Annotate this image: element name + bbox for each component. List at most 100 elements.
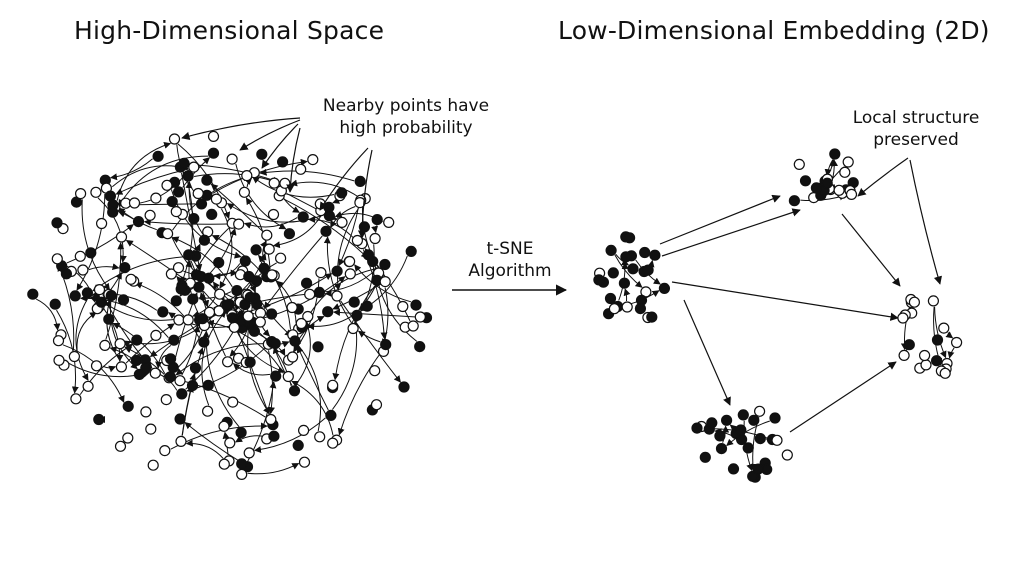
hd-point (299, 425, 309, 435)
hd-edge (248, 463, 299, 473)
hd-point (183, 315, 193, 325)
hd-point (162, 180, 172, 190)
hd-point (313, 342, 323, 352)
embedding-point (899, 350, 909, 360)
hd-point (134, 217, 144, 227)
hd-point (153, 151, 163, 161)
embedding-point (717, 444, 727, 454)
hd-edge (77, 312, 96, 351)
embedding-point (621, 252, 631, 262)
hd-point (83, 381, 93, 391)
hd-point (288, 352, 298, 362)
hd-point (176, 284, 186, 294)
hd-point (198, 314, 208, 324)
hd-point (211, 194, 221, 204)
hd-point (160, 446, 170, 456)
hd-point (130, 198, 140, 208)
hd-point (215, 289, 225, 299)
hd-point (141, 363, 151, 373)
hd-point (123, 433, 133, 443)
hd-point (175, 376, 185, 386)
embedding-point (715, 431, 725, 441)
hd-point (315, 432, 325, 442)
hd-point (243, 311, 253, 321)
hd-point (69, 352, 79, 362)
hd-point (345, 257, 355, 267)
hd-point (175, 414, 185, 424)
hd-point (245, 357, 255, 367)
hd-point (314, 287, 324, 297)
hd-point (300, 457, 310, 467)
nearby-callout-arrow (240, 120, 300, 150)
hd-point (269, 178, 279, 188)
embedding-point (782, 450, 792, 460)
embedding-point (921, 360, 931, 370)
nearby-line-2: high probability (302, 117, 510, 139)
hd-point (86, 248, 96, 258)
hd-point (171, 296, 181, 306)
hd-point (293, 440, 303, 450)
embedding-point (822, 178, 832, 188)
hd-point (370, 234, 380, 244)
hd-point (188, 381, 198, 391)
hd-point (328, 380, 338, 390)
hd-point (52, 218, 62, 228)
hd-point (266, 415, 276, 425)
algorithm-label: t-SNE Algorithm (454, 238, 566, 282)
hd-point (257, 149, 267, 159)
embedding-point (770, 413, 780, 423)
hd-point (398, 302, 408, 312)
hd-point (169, 335, 179, 345)
embedding-local-edge (651, 261, 653, 265)
hd-point (348, 324, 358, 334)
hd-point (328, 438, 338, 448)
hd-point (132, 335, 142, 345)
embedding-point (635, 304, 645, 314)
embedding-point (738, 410, 748, 420)
hd-point (132, 355, 142, 365)
hd-point (415, 342, 425, 352)
hd-point (380, 277, 390, 287)
nearby-callout-arrow (290, 128, 300, 192)
hd-point (359, 222, 369, 232)
hd-edge (255, 287, 256, 292)
hd-point (308, 155, 318, 165)
local-callout-arrow (910, 160, 940, 284)
hd-point (332, 266, 342, 276)
embedding-local-edge (625, 289, 627, 301)
embedding-point (609, 304, 619, 314)
hd-edge (119, 212, 134, 219)
embedding-point (843, 157, 853, 167)
hd-point (290, 386, 300, 396)
hd-edge (253, 177, 334, 197)
embedding-point (753, 464, 763, 474)
embedding-point (628, 264, 638, 274)
hd-point (207, 209, 217, 219)
hd-point (280, 178, 290, 188)
hd-point (214, 258, 224, 268)
hd-point (100, 340, 110, 350)
hd-point (316, 268, 326, 278)
hd-point (269, 210, 279, 220)
hd-point (305, 289, 315, 299)
hd-point (228, 313, 238, 323)
hd-point (287, 303, 297, 313)
hd-point (184, 250, 194, 260)
hd-point (363, 250, 373, 260)
hd-point (372, 400, 382, 410)
hd-point (352, 310, 362, 320)
hd-edge (332, 321, 356, 410)
embedding-point (940, 368, 950, 378)
embedding-point (625, 233, 635, 243)
embedding-point (606, 245, 616, 255)
hd-point (191, 363, 201, 373)
hd-point (372, 215, 382, 225)
embedding-point (659, 283, 669, 293)
hd-point (249, 326, 259, 336)
hd-point (384, 217, 394, 227)
hd-point (352, 236, 362, 246)
hd-point (227, 154, 237, 164)
hd-point (106, 291, 116, 301)
embedding-point (847, 189, 857, 199)
embedding-point (729, 464, 739, 474)
